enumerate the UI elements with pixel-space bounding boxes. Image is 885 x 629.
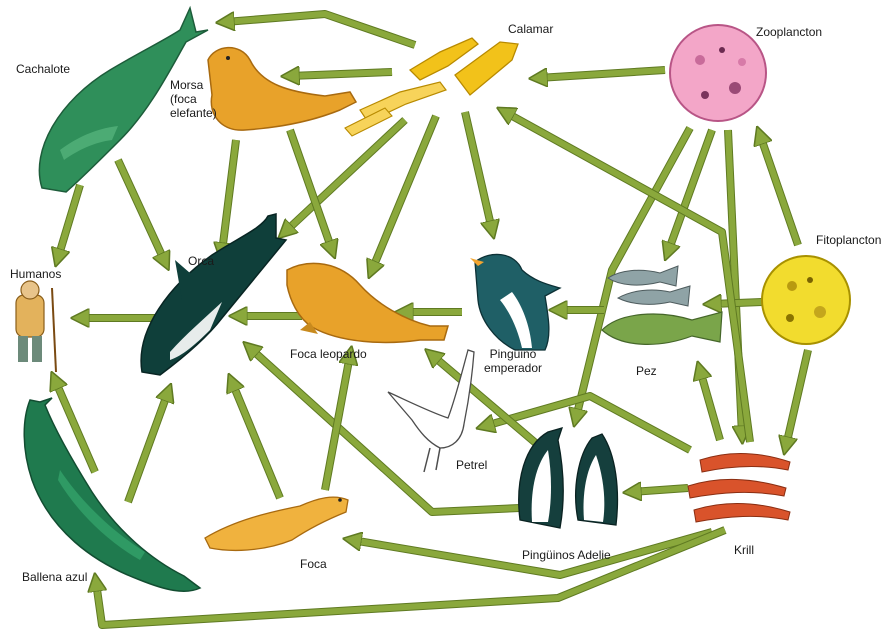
arrow-ballena-to-orca [128, 392, 168, 502]
human-illustration [16, 281, 56, 372]
label-zooplancton: Zooplancton [756, 25, 822, 39]
blue-whale-illustration [24, 398, 200, 591]
arrow-fitoplancton-to-krill [786, 350, 808, 446]
arrow-cachalote-to-humanos [58, 185, 80, 258]
label-morsa: Morsa (foca elefante) [170, 78, 217, 120]
arrow-zooplancton-to-calamar [538, 70, 665, 78]
arrow-calamar-to-cachalote [225, 14, 415, 45]
arrow-krill-to-adelie [632, 488, 688, 492]
arrow-krill-to-ballena-azul [96, 530, 725, 625]
arrow-fitoplancton-to-pez [712, 302, 762, 304]
emperor-penguin-illustration [470, 254, 560, 350]
arrow-morsa-to-orca [222, 140, 236, 252]
elephant-seal-illustration [208, 48, 356, 131]
label-foca-leopardo: Foca leopardo [290, 347, 367, 361]
label-krill: Krill [734, 543, 754, 557]
label-petrel: Petrel [456, 458, 487, 472]
zooplankton-illustration [670, 25, 766, 121]
leopard-seal-illustration [287, 263, 448, 342]
label-foca: Foca [300, 557, 327, 571]
arrow-foca-to-orca [232, 382, 280, 498]
arrow-fitoplancton-to-zooplancton [760, 135, 798, 245]
krill-illustration [688, 453, 790, 522]
label-ballena-azul: Ballena azul [22, 570, 87, 584]
seal-illustration [205, 497, 348, 550]
label-humanos: Humanos [10, 267, 61, 281]
petrel-illustration [388, 350, 474, 472]
arrow-outline-krill-to-ballena-azul [96, 530, 725, 625]
label-pinguinos-adelie: Pingüinos Adelie [522, 548, 611, 562]
arrow-calamar-to-morsa [290, 72, 392, 76]
phytoplankton-illustration [762, 256, 850, 344]
arrow-calamar-to-emperador [465, 112, 492, 230]
label-orca: Orca [188, 254, 214, 268]
label-fitoplancton: Fitoplancton [816, 233, 881, 247]
label-calamar: Calamar [508, 22, 553, 36]
fish-illustration [602, 266, 722, 344]
label-cachalote: Cachalote [16, 62, 70, 76]
arrow-krill-to-pez [700, 370, 720, 440]
orca-illustration [141, 214, 286, 375]
arrow-cachalote-to-orca [118, 160, 165, 262]
label-pinguino-emperador: Pingüino emperador [476, 347, 550, 375]
label-pez: Pez [636, 364, 657, 378]
